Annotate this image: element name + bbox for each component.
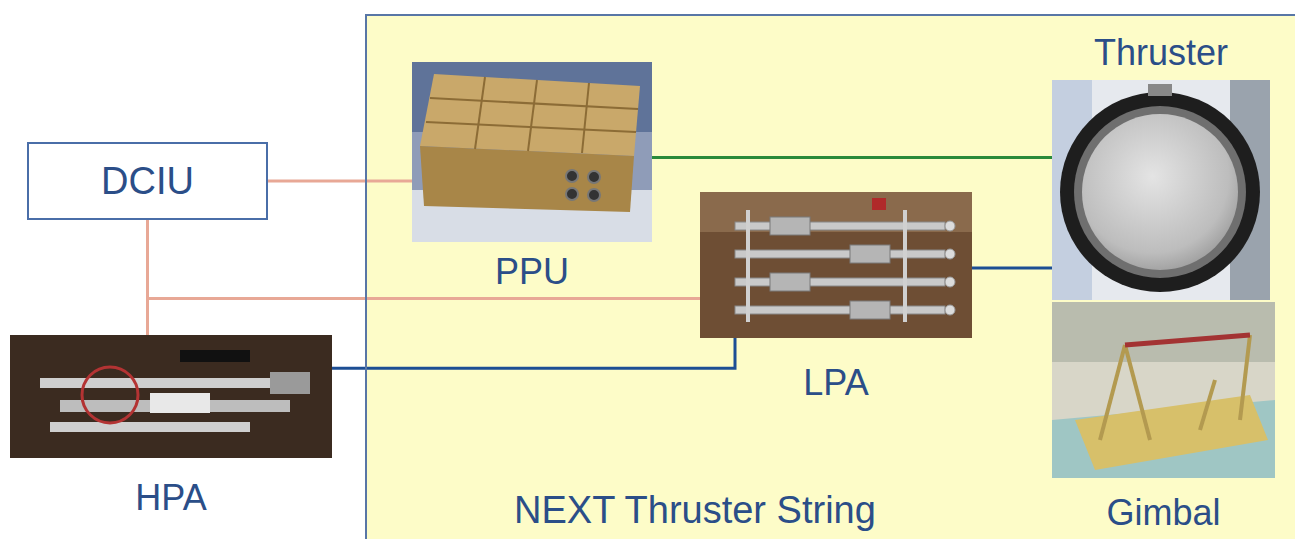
gimbal-photo-part-part [1100,345,1125,440]
gimbal-unit: Gimbal [1052,302,1275,478]
part-label: Thruster [1052,35,1270,71]
lpa-photo-part [700,192,972,338]
gimbal-photo-part [1052,302,1275,478]
ppu-photo-part [566,170,600,201]
thruster-photo-part [1052,80,1270,300]
gimbal-photo-part-part [1200,380,1215,430]
lpa-photo-part-part [735,306,945,314]
lpa-photo-part-part [735,222,945,230]
lpa-photo-part-part [850,245,890,263]
connector-line [972,266,1052,269]
gimbal-photo-part [1100,335,1250,440]
lpa-photo-part-part [903,210,907,322]
ppu-unit: PPU [412,62,652,242]
ppu-photo-part-part [588,189,600,201]
thruster-photo [1052,80,1270,300]
thruster-photo-part [1074,106,1246,278]
lpa-photo-part-part [850,301,890,319]
region-fill [365,14,1295,539]
ppu-photo-part [420,74,640,156]
lpa-photo-part-part [735,250,945,258]
connector-line [652,156,1052,159]
hpa-photo-part [50,422,250,432]
hpa-unit: HPA [10,335,332,458]
gimbal-photo-part-part [1125,345,1150,440]
ppu-photo-part-part [566,188,578,200]
lpa-photo-part [735,222,945,314]
gimbal-photo-part [1052,302,1275,362]
box-label: DCIU [101,162,194,200]
gimbal-photo-part [1125,335,1250,345]
hpa-photo-part [40,378,300,388]
lpa-photo-part-part [735,278,945,286]
connector-line [148,220,701,299]
thruster-unit: Thruster [1052,80,1270,300]
lpa-photo-part [748,210,905,322]
lpa-photo-part-part [746,210,750,322]
thruster-photo-part [1060,92,1260,292]
controller-box: DCIU [27,142,268,220]
ppu-photo-part-part [528,80,537,151]
thruster-photo-part [1082,114,1238,270]
ppu-photo-part [412,62,652,242]
lpa-photo-part-part [770,273,810,291]
lpa-unit: LPA [700,192,972,338]
ppu-photo-part-part [430,98,638,109]
ppu-photo-part-part [475,77,485,149]
lpa-photo-part-part [945,249,955,259]
hpa-photo-part [10,335,332,458]
subsystem-region: PPULPAThrusterGimbalNEXT Thruster String [365,14,1295,539]
gimbal-photo [1052,302,1275,478]
lpa-photo-part-part [945,305,955,315]
lpa-photo-part-part [945,277,955,287]
ppu-photo-part-part [426,122,636,132]
hpa-photo-part [150,393,210,413]
lpa-photo [700,192,972,338]
lpa-photo-part [770,217,890,319]
part-label: HPA [10,480,332,516]
ppu-photo-part [420,146,634,212]
part-label: PPU [412,254,652,290]
ppu-photo-part [426,77,638,153]
connector-line [332,338,735,368]
lpa-photo-part-part [945,221,955,231]
lpa-photo-part-part [770,217,810,235]
ppu-photo-part-part [588,171,600,183]
part-label: LPA [700,365,972,401]
hpa-photo-part [82,367,138,423]
lpa-photo-part [872,198,886,210]
ppu-photo [412,62,652,242]
lpa-photo-part [700,192,972,232]
region-title: NEXT Thruster String [514,491,876,529]
thruster-photo-part [1148,84,1172,96]
hpa-photo [10,335,332,458]
lpa-photo-part [945,221,955,315]
connector-line [268,180,412,183]
hpa-photo-part [180,350,250,362]
part-label: Gimbal [1052,495,1275,531]
connector-line [146,220,149,335]
gimbal-photo-part-part [1240,335,1250,420]
ppu-photo-part-part [566,170,578,182]
hpa-photo-part [270,372,310,394]
ppu-photo-part-part [582,83,589,153]
